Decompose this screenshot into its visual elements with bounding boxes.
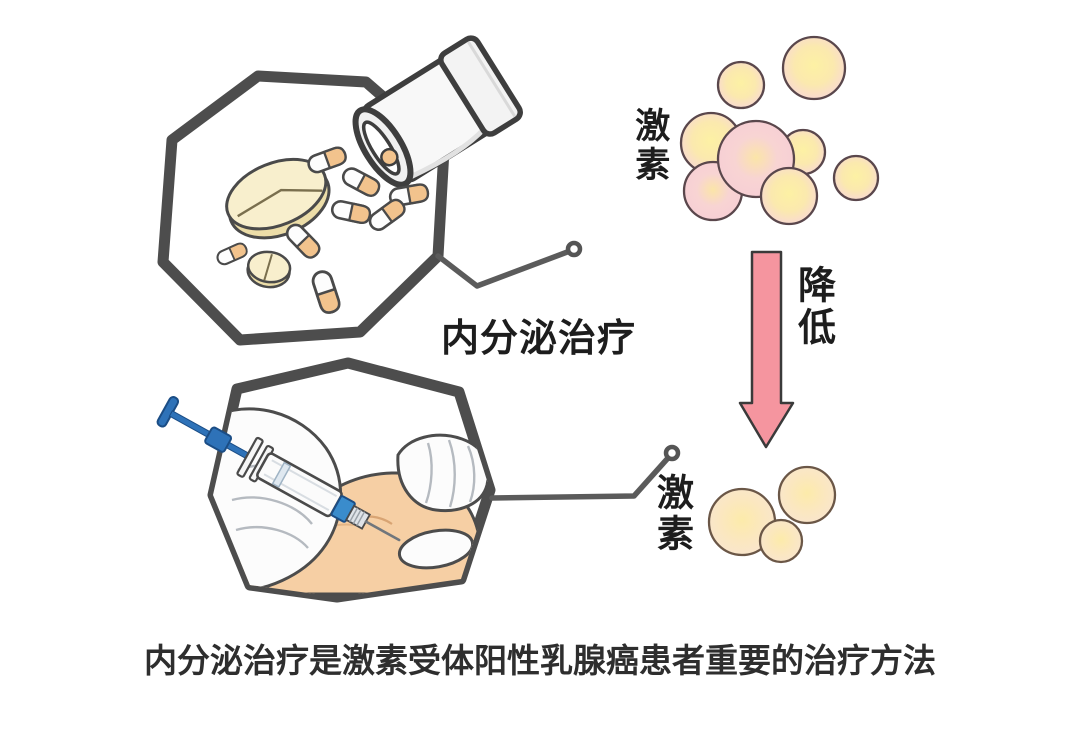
pill-bottle-scene [157, 35, 523, 346]
hormone-circle [758, 518, 804, 564]
capsule-pill [216, 242, 248, 266]
endocrine-therapy-label: 内分泌治疗 [441, 316, 637, 360]
capsule-pill [341, 167, 381, 197]
syringe-flange [236, 436, 264, 478]
capsule-pill [285, 223, 321, 259]
pill-bottle-icon [352, 35, 523, 188]
tablet-pill [225, 157, 331, 240]
callout-line-bottom [489, 444, 681, 501]
tablet-pill [246, 250, 292, 289]
hormone-label-after: 激素 [650, 473, 694, 555]
decrease-arrow [738, 250, 795, 449]
caption-text: 内分泌治疗是激素受体阳性乳腺癌患者重要的治疗方法 [144, 641, 936, 680]
callout-endpoint [565, 240, 583, 258]
syringe-icon [156, 396, 401, 542]
hormone-cluster-after [707, 465, 837, 564]
gauze-swab [397, 528, 475, 570]
syringe-handle [156, 396, 180, 428]
callout-line-top [435, 240, 583, 289]
hormone-circle [832, 154, 880, 202]
hormone-circle [716, 60, 766, 110]
decrease-label: 降低 [791, 265, 836, 349]
hormone-label-before: 激素 [629, 107, 670, 185]
syringe-needle [364, 520, 401, 542]
capsule-pill [311, 270, 341, 314]
syringe-rod-knob [204, 426, 233, 453]
gloved-hand-right [396, 433, 490, 570]
hormone-circle [759, 166, 819, 226]
syringe-seal [271, 461, 292, 489]
hormone-cluster-before [679, 35, 880, 226]
injection-scene [156, 357, 496, 603]
callout-endpoint [663, 444, 681, 462]
hormone-circle [781, 35, 847, 101]
capsule-pill [330, 200, 372, 224]
capsule-pill [368, 198, 406, 231]
capsule-pill [307, 146, 347, 174]
hormone-circle [777, 465, 837, 525]
